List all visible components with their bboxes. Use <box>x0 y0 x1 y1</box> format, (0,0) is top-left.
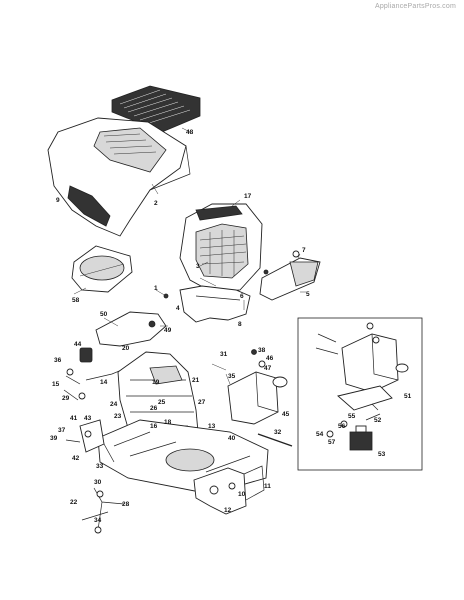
callout-10: 10 <box>238 491 246 498</box>
callout-47: 47 <box>264 365 272 372</box>
callout-58: 58 <box>72 297 80 304</box>
linkage <box>81 487 125 534</box>
callout-16: 16 <box>150 423 158 430</box>
callout-18: 18 <box>164 419 172 426</box>
callout-57: 57 <box>328 439 336 446</box>
callout-7: 7 <box>302 247 306 254</box>
callout-6: 6 <box>240 293 244 300</box>
inset-box <box>297 317 423 471</box>
hood-bracket <box>179 285 251 323</box>
callout-3: 3 <box>196 263 200 270</box>
callout-40: 40 <box>228 435 236 442</box>
callout-53: 53 <box>378 451 386 458</box>
callout-35: 35 <box>228 373 236 380</box>
callout-50: 50 <box>100 311 108 318</box>
callout-52: 52 <box>374 417 382 424</box>
hood <box>47 117 191 237</box>
callout-33: 33 <box>96 463 104 470</box>
callout-14: 14 <box>100 379 108 386</box>
dash-panel <box>95 311 167 347</box>
callout-19: 19 <box>152 379 160 386</box>
callout-27: 27 <box>198 399 206 406</box>
fuel-tank <box>227 371 279 425</box>
callout-49: 49 <box>164 327 172 334</box>
callout-22: 22 <box>70 499 78 506</box>
callout-45: 45 <box>282 411 290 418</box>
callout-25: 25 <box>158 399 166 406</box>
callout-41: 41 <box>70 415 78 422</box>
leader-lines <box>73 127 306 385</box>
front-grille <box>179 203 263 293</box>
callout-23: 23 <box>114 413 122 420</box>
callout-54: 54 <box>316 431 324 438</box>
callout-13: 13 <box>208 423 216 430</box>
callout-39: 39 <box>50 435 58 442</box>
callout-12: 12 <box>224 507 232 514</box>
callout-32: 32 <box>274 429 282 436</box>
callout-46: 46 <box>266 355 274 362</box>
callout-28: 28 <box>122 501 130 508</box>
front-axle-plate <box>193 465 265 515</box>
callout-2: 2 <box>154 200 158 207</box>
callout-9: 9 <box>56 197 60 204</box>
callout-51: 51 <box>404 393 412 400</box>
callout-43: 43 <box>84 415 92 422</box>
callout-38: 38 <box>258 347 266 354</box>
callout-11: 11 <box>264 483 271 490</box>
callout-37: 37 <box>58 427 66 434</box>
callout-24: 24 <box>110 401 118 408</box>
callout-8: 8 <box>238 321 242 328</box>
callout-1: 1 <box>154 285 158 292</box>
callout-21: 21 <box>192 377 200 384</box>
callout-44: 44 <box>74 341 82 348</box>
callout-48: 48 <box>186 129 194 136</box>
callout-42: 42 <box>72 455 80 462</box>
callout-36: 36 <box>54 357 62 364</box>
pedal-bracket <box>65 419 115 463</box>
callout-31: 31 <box>220 351 228 358</box>
left-parts <box>63 347 137 401</box>
callout-55: 55 <box>348 413 356 420</box>
callout-20: 20 <box>122 345 130 352</box>
callout-17: 17 <box>244 193 252 200</box>
callout-15: 15 <box>52 381 60 388</box>
callout-30: 30 <box>94 479 102 486</box>
fuel-cap-icon <box>272 376 288 388</box>
callout-29: 29 <box>62 395 70 402</box>
callout-4: 4 <box>176 305 180 312</box>
callout-34: 34 <box>94 517 102 524</box>
battery-tray <box>71 245 133 293</box>
callout-labels: 48 9 2 17 7 3 1 6 5 58 4 49 8 50 44 36 1… <box>50 129 412 524</box>
headlight-lens <box>259 250 321 301</box>
watermark-text: AppliancePartsPros.com <box>374 3 456 10</box>
callout-26: 26 <box>150 405 158 412</box>
callout-5: 5 <box>306 291 310 298</box>
callout-56: 56 <box>338 423 346 430</box>
